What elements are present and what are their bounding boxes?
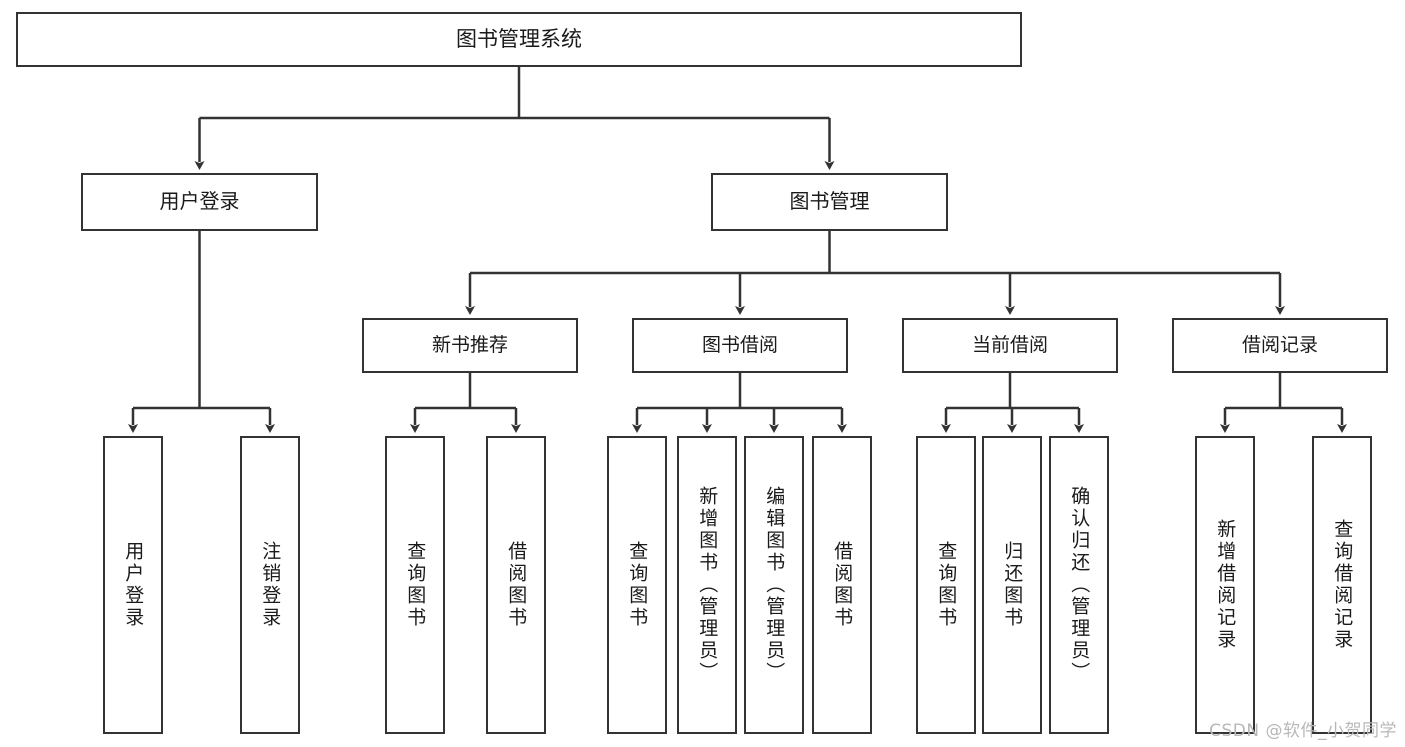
- node-new-book-recommendation-label: 新书推荐: [431, 334, 508, 357]
- leaf-add-borrow-record[interactable]: 新增借阅记录: [1195, 436, 1255, 734]
- node-book-management[interactable]: 图书管理: [711, 173, 948, 231]
- leaf-edit-book-admin[interactable]: 编辑图书（管理员）: [744, 436, 804, 734]
- leaf-query-book-label: 查询图书: [626, 541, 649, 629]
- leaf-add-book-admin-label: 新增图书（管理员）: [696, 486, 719, 684]
- leaf-add-book-admin[interactable]: 新增图书（管理员）: [677, 436, 737, 734]
- leaf-user-login[interactable]: 用户登录: [103, 436, 163, 734]
- leaf-borrow-book-rec[interactable]: 借阅图书: [486, 436, 546, 734]
- node-root[interactable]: 图书管理系统: [16, 12, 1022, 67]
- leaf-borrow-book[interactable]: 借阅图书: [812, 436, 872, 734]
- leaf-query-book-current-label: 查询图书: [935, 541, 958, 629]
- node-borrow-records-label: 借阅记录: [1241, 334, 1318, 357]
- leaf-query-borrow-record[interactable]: 查询借阅记录: [1312, 436, 1372, 734]
- node-borrow-records[interactable]: 借阅记录: [1172, 318, 1388, 373]
- leaf-logout-label: 注销登录: [259, 541, 282, 629]
- leaf-return-book-label: 归还图书: [1001, 541, 1024, 629]
- leaf-query-book[interactable]: 查询图书: [607, 436, 667, 734]
- node-book-borrow-label: 图书借阅: [701, 334, 778, 357]
- leaf-logout[interactable]: 注销登录: [240, 436, 300, 734]
- leaf-query-borrow-record-label: 查询借阅记录: [1331, 519, 1354, 651]
- watermark-text: CSDN @软件_小贺同学: [1209, 721, 1397, 741]
- node-book-management-label: 图书管理: [789, 189, 870, 214]
- node-root-label: 图书管理系统: [456, 27, 582, 52]
- leaf-edit-book-admin-label: 编辑图书（管理员）: [763, 486, 786, 684]
- leaf-confirm-return-admin[interactable]: 确认归还（管理员）: [1049, 436, 1109, 734]
- leaf-add-borrow-record-label: 新增借阅记录: [1214, 519, 1237, 651]
- node-book-borrow[interactable]: 图书借阅: [632, 318, 848, 373]
- leaf-borrow-book-label: 借阅图书: [831, 541, 854, 629]
- leaf-confirm-return-admin-label: 确认归还（管理员）: [1068, 486, 1091, 684]
- leaf-query-book-rec-label: 查询图书: [404, 541, 427, 629]
- leaf-query-book-current[interactable]: 查询图书: [916, 436, 976, 734]
- leaf-borrow-book-rec-label: 借阅图书: [505, 541, 528, 629]
- leaf-query-book-rec[interactable]: 查询图书: [385, 436, 445, 734]
- leaf-return-book[interactable]: 归还图书: [982, 436, 1042, 734]
- node-new-book-recommendation[interactable]: 新书推荐: [362, 318, 578, 373]
- node-user-login[interactable]: 用户登录: [81, 173, 318, 231]
- leaf-user-login-label: 用户登录: [122, 541, 145, 629]
- node-current-borrow[interactable]: 当前借阅: [902, 318, 1118, 373]
- node-current-borrow-label: 当前借阅: [971, 334, 1048, 357]
- node-user-login-label: 用户登录: [159, 189, 240, 214]
